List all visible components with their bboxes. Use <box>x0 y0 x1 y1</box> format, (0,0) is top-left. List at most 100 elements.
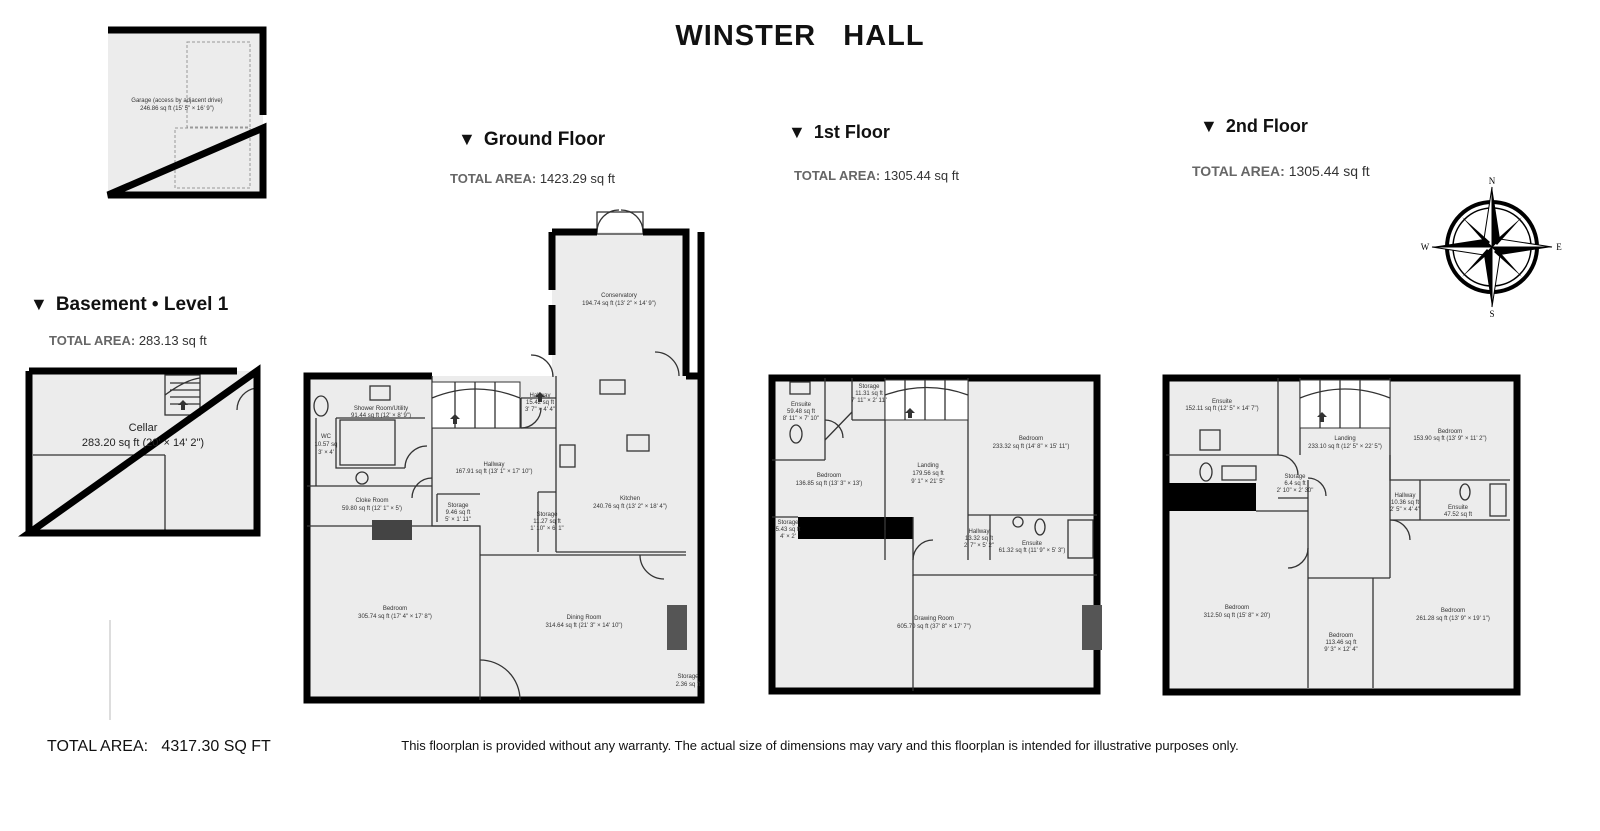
ground-storage1-name: Storage <box>447 503 469 509</box>
first-landing-size: 9' 1" × 21' 5" <box>911 479 944 485</box>
second-storage-name: Storage <box>1284 474 1306 480</box>
basement-area: TOTAL AREA: 283.13 sq ft <box>49 333 207 348</box>
second-bedroom3-name: Bedroom <box>1329 633 1353 639</box>
second-bedroom1-size: 153.90 sq ft (13' 9" × 11' 2") <box>1413 436 1486 442</box>
collapse-triangle-icon[interactable]: ▼ <box>1200 116 1218 136</box>
first-landing-name: Landing <box>917 463 938 469</box>
first-storage2-size: 5.43 sq ft <box>776 527 801 533</box>
ground-floor-heading-text: Ground Floor <box>483 129 606 150</box>
first-bedroom1-name: Bedroom <box>817 473 841 479</box>
collapse-triangle-icon[interactable]: ▼ <box>30 294 48 314</box>
basement-heading-text: Basement • Level 1 <box>55 294 229 315</box>
ground-cloakroom-size: 59.80 sq ft (12' 1" × 5') <box>342 506 402 512</box>
total-area: TOTAL AREA: 4317.30 SQ FT <box>47 738 271 755</box>
first-storage-size: 11.31 sq ft <box>855 391 883 397</box>
stairs-arrow-icon <box>905 408 915 418</box>
n-n-size: N <box>1489 176 1496 186</box>
e-e-size: E <box>1556 242 1562 252</box>
basement-heading: ▼ Basement • Level 1 <box>30 294 228 316</box>
w-w-size: W <box>1421 242 1430 252</box>
first-storage-name: Storage <box>858 384 880 390</box>
disclaimer: This floorplan is provided without any w… <box>401 738 1239 753</box>
ground-bedroom-name: Bedroom <box>383 606 407 612</box>
second-storage-size: 2' 10" × 2' 30" <box>1277 488 1314 494</box>
ground-kitchen-size: 240.76 sq ft (13' 2" × 18' 4") <box>593 504 667 510</box>
ground-floor-area: TOTAL AREA: 1423.29 sq ft <box>450 171 615 186</box>
ground-storage3-size: 2.36 sq ft <box>676 682 701 688</box>
second-landing-size: 233.10 sq ft (12' 5" × 22' 5") <box>1308 444 1382 450</box>
ground-storage2-name: Storage <box>536 512 558 518</box>
ground-floor-heading: ▼ Ground Floor <box>458 129 605 151</box>
first-landing-size: 179.56 sq ft <box>912 471 944 477</box>
ground-storage1-size: 5' × 1' 11" <box>445 517 471 523</box>
ground-bedroom-size: 305.74 sq ft (17' 4" × 17' 8") <box>358 614 432 620</box>
ground-wc-name: WC <box>321 434 332 440</box>
first-bedroom2-name: Bedroom <box>1019 436 1043 442</box>
second-bedroom4-name: Bedroom <box>1441 608 1465 614</box>
collapse-triangle-icon[interactable]: ▼ <box>788 122 806 142</box>
second-bedroom2-size: 312.50 sq ft (15' 8" × 20') <box>1204 613 1271 619</box>
second-bedroom4-size: 261.28 sq ft (13' 9" × 19' 1") <box>1416 616 1490 622</box>
garage-name: Garage (access by adjacent drive) <box>131 98 222 104</box>
first-storage2-size: 4' × 2' <box>780 534 796 540</box>
ground-hallway-size: 167.91 sq ft (13' 1" × 17' 10") <box>455 469 532 475</box>
ground-storage3-name: Storage <box>677 674 699 680</box>
s-s-size: S <box>1489 309 1494 319</box>
first-ensuite1-size: 8' 11" × 7' 10" <box>783 416 819 422</box>
garage-size: 246.86 sq ft (15' 5" × 16' 9") <box>140 106 214 112</box>
ground-stairs <box>431 381 545 429</box>
first-drawing-name: Drawing Room <box>914 616 954 622</box>
stairs-arrow-icon <box>178 400 188 410</box>
cellar-name: Cellar <box>129 422 158 434</box>
first-storage-size: 7' 11" × 2' 11" <box>851 398 887 404</box>
garage: Garage (access by adjacent drive) 246.86… <box>106 26 267 199</box>
second-floor-area: TOTAL AREA: 1305.44 sq ft <box>1192 163 1370 179</box>
second-bedroom2-name: Bedroom <box>1225 605 1249 611</box>
cellar-size: 283.20 sq ft (20' × 14' 2") <box>82 437 204 449</box>
ground-storage2-size: 11.27 sq ft <box>533 519 561 525</box>
second-ensuite1-size: 152.11 sq ft (12' 5" × 14' 7") <box>1185 406 1258 412</box>
first-floor-heading-text: 1st Floor <box>813 122 890 142</box>
ground-storage2-size: 1' 10" × 6' 1" <box>530 526 563 532</box>
compass-rose-icon: N E S W <box>1421 176 1563 319</box>
ground-storage1-size: 9.46 sq ft <box>446 510 471 516</box>
ground-wc-size: 10.57 sq <box>314 442 337 448</box>
first-bedroom1-size: 136.85 sq ft (13' 3" × 13') <box>796 481 863 487</box>
ground-hallway_small-name: Hallway <box>529 393 550 399</box>
first-hallway-size: 13.32 sq ft <box>965 536 993 542</box>
ground-wc-size: 3' × 4' <box>318 450 334 456</box>
second-floor-heading: ▼ 2nd Floor <box>1200 116 1308 137</box>
basement-plan: Cellar 283.20 sq ft (20' × 14' 2") <box>18 364 261 720</box>
collapse-triangle-icon[interactable]: ▼ <box>458 129 476 149</box>
ground-dining-size: 314.64 sq ft (21' 3" × 14' 10") <box>545 623 622 629</box>
stairs-arrow-icon <box>450 414 460 424</box>
stairs-arrow-icon <box>535 392 545 402</box>
ground-conservatory-name: Conservatory <box>601 293 637 299</box>
first-hallway-size: 2' 7" × 5' 2" <box>964 543 994 549</box>
second-floor-plan: Ensuite 152.11 sq ft (12' 5" × 14' 7") L… <box>1162 374 1521 696</box>
page-title: WINSTER HALL <box>675 20 925 52</box>
first-floor-area: TOTAL AREA: 1305.44 sq ft <box>794 168 959 183</box>
ground-shower-size: 91.44 sq ft (12' × 8' 9") <box>351 413 411 419</box>
first-ensuite2-size: 61.32 sq ft (11' 9" × 5' 3") <box>999 548 1066 554</box>
ground-conservatory-size: 194.74 sq ft (13' 2" × 14' 9") <box>582 301 656 307</box>
second-hallway-name: Hallway <box>1394 493 1415 499</box>
first-hallway-name: Hallway <box>968 529 989 535</box>
second-floor-heading-text: 2nd Floor <box>1225 116 1308 136</box>
ground-cloakroom-name: Cloke Room <box>355 498 388 504</box>
first-ensuite1-name: Ensuite <box>791 402 812 408</box>
ground-dining-name: Dining Room <box>567 615 602 621</box>
second-landing-name: Landing <box>1334 436 1355 442</box>
first-storage2-name: Storage <box>777 520 799 526</box>
second-ensuite1-name: Ensuite <box>1212 399 1233 405</box>
first-floor-heading: ▼ 1st Floor <box>788 122 890 143</box>
second-ensuite2-name: Ensuite <box>1448 505 1469 511</box>
first-drawing-size: 605.70 sq ft (37' 8" × 17' 7") <box>897 624 971 630</box>
first-bedroom2-size: 233.32 sq ft (14' 8" × 15' 11") <box>993 444 1070 450</box>
stairs-arrow-icon <box>1317 412 1327 422</box>
second-bedroom3-size: 9' 3" × 12' 4" <box>1324 647 1357 653</box>
ground-kitchen-name: Kitchen <box>620 496 640 502</box>
first-ensuite2-name: Ensuite <box>1022 541 1043 547</box>
second-bedroom3-size: 113.46 sq ft <box>1326 640 1357 646</box>
